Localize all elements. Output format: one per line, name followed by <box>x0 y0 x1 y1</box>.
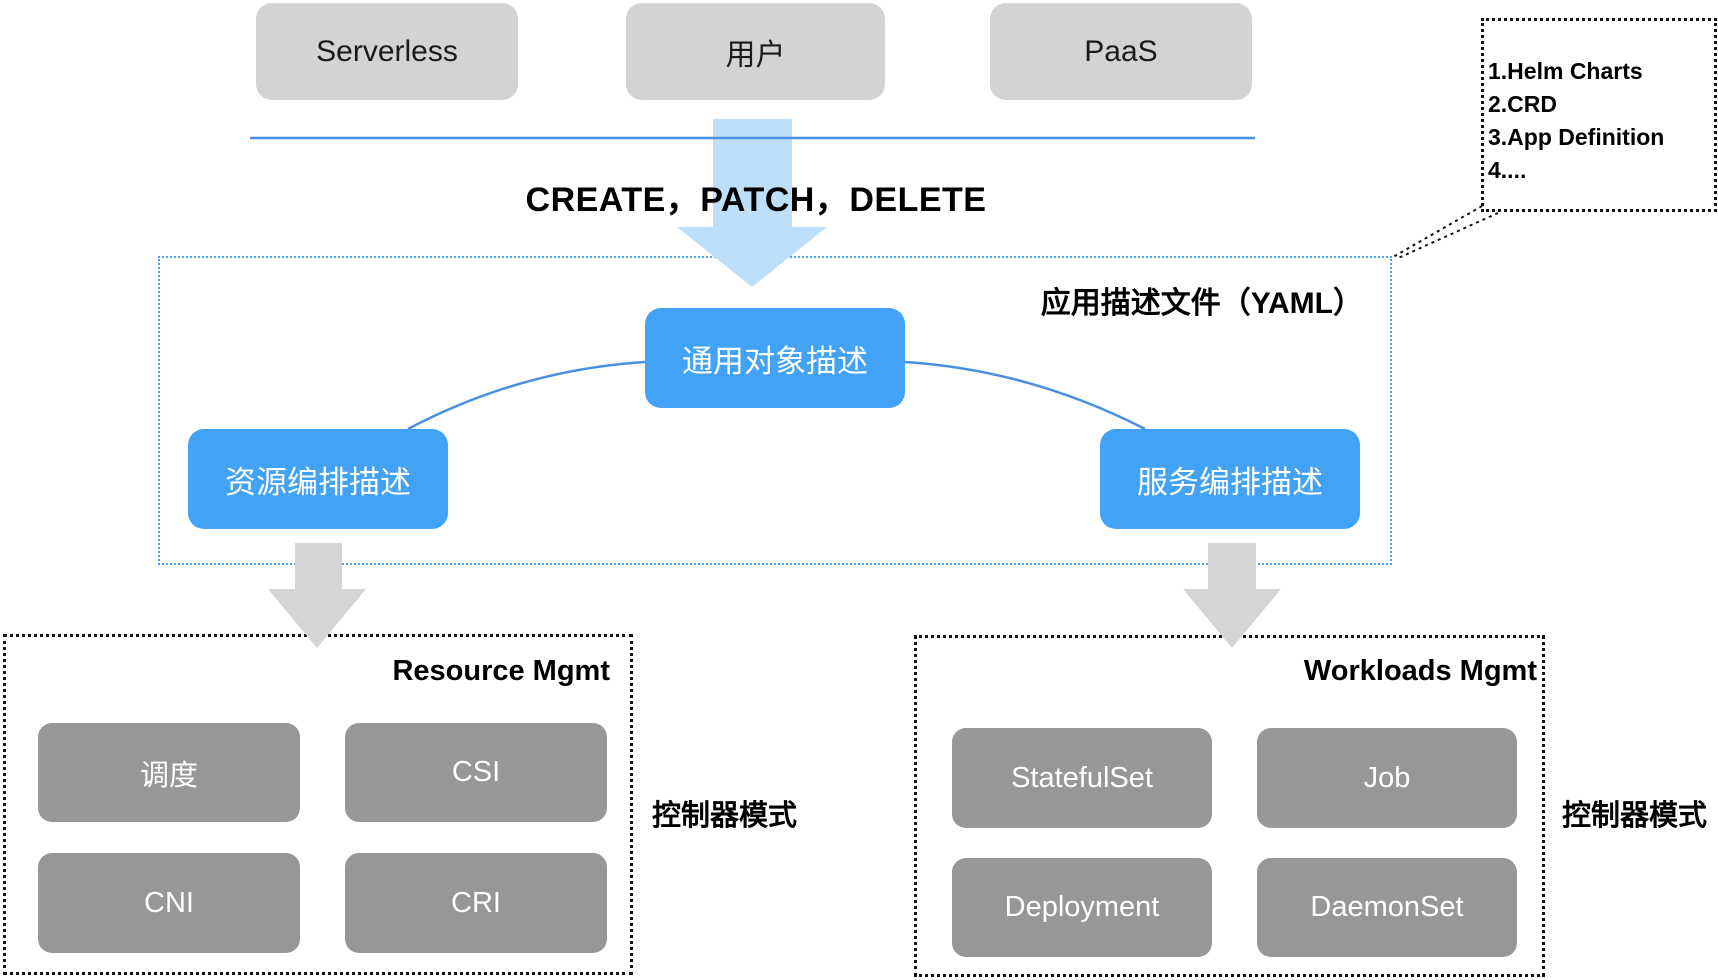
yaml-formats-callout: 1.Helm Charts 2.CRD 3.App Definition 4..… <box>1481 18 1717 212</box>
node-csi-label: CSI <box>451 756 501 788</box>
node-service-orchestration-description: 服务编排描述 <box>1100 429 1360 529</box>
node-serverless-label: Serverless <box>316 34 458 68</box>
callout-item-helm-charts: 1.Helm Charts <box>1488 58 1643 84</box>
node-paas: PaaS <box>990 3 1252 100</box>
callout-tail-line-lower <box>1395 212 1499 260</box>
node-deployment-label: Deployment <box>1004 891 1160 923</box>
resource-mgmt-title: Resource Mgmt <box>392 655 610 687</box>
node-paas-label: PaaS <box>1084 34 1158 68</box>
callout-item-app-definition: 3.App Definition <box>1488 124 1665 150</box>
node-cri: CRI <box>345 853 607 953</box>
node-common-object-description: 通用对象描述 <box>645 308 905 408</box>
callout-tail-line-upper <box>1392 205 1483 258</box>
node-scheduling: 调度 <box>38 723 300 822</box>
workloads-mgmt-title: Workloads Mgmt <box>1303 655 1537 687</box>
api-actions-label: CREATE，PATCH，DELETE <box>525 181 987 219</box>
node-common-object-label: 通用对象描述 <box>682 343 868 379</box>
node-resource-orchestration-label: 资源编排描述 <box>225 464 411 500</box>
node-user: 用户 <box>626 3 885 100</box>
node-resource-orchestration-description: 资源编排描述 <box>188 429 448 529</box>
node-user-label: 用户 <box>725 38 786 72</box>
callout-item-more: 4.... <box>1488 157 1527 183</box>
resource-mgmt-side-label: 控制器模式 <box>652 800 798 832</box>
node-daemonset-label: DaemonSet <box>1310 891 1464 923</box>
node-scheduling-label: 调度 <box>139 759 198 792</box>
node-job-label: Job <box>1363 761 1411 794</box>
workloads-mgmt-side-label: 控制器模式 <box>1562 800 1708 832</box>
node-service-orchestration-label: 服务编排描述 <box>1137 464 1323 500</box>
yaml-section-title: 应用描述文件（YAML） <box>1040 287 1363 320</box>
node-cni-label: CNI <box>144 886 194 919</box>
callout-item-crd: 2.CRD <box>1488 91 1558 117</box>
node-job: Job <box>1257 728 1517 828</box>
node-cni: CNI <box>38 853 300 953</box>
node-statefulset-label: StatefulSet <box>1011 761 1153 794</box>
node-statefulset: StatefulSet <box>952 728 1212 828</box>
node-cri-label: CRI <box>451 886 501 919</box>
node-deployment: Deployment <box>952 858 1212 957</box>
node-csi: CSI <box>345 723 607 822</box>
node-serverless: Serverless <box>256 3 518 100</box>
node-daemonset: DaemonSet <box>1257 858 1517 957</box>
